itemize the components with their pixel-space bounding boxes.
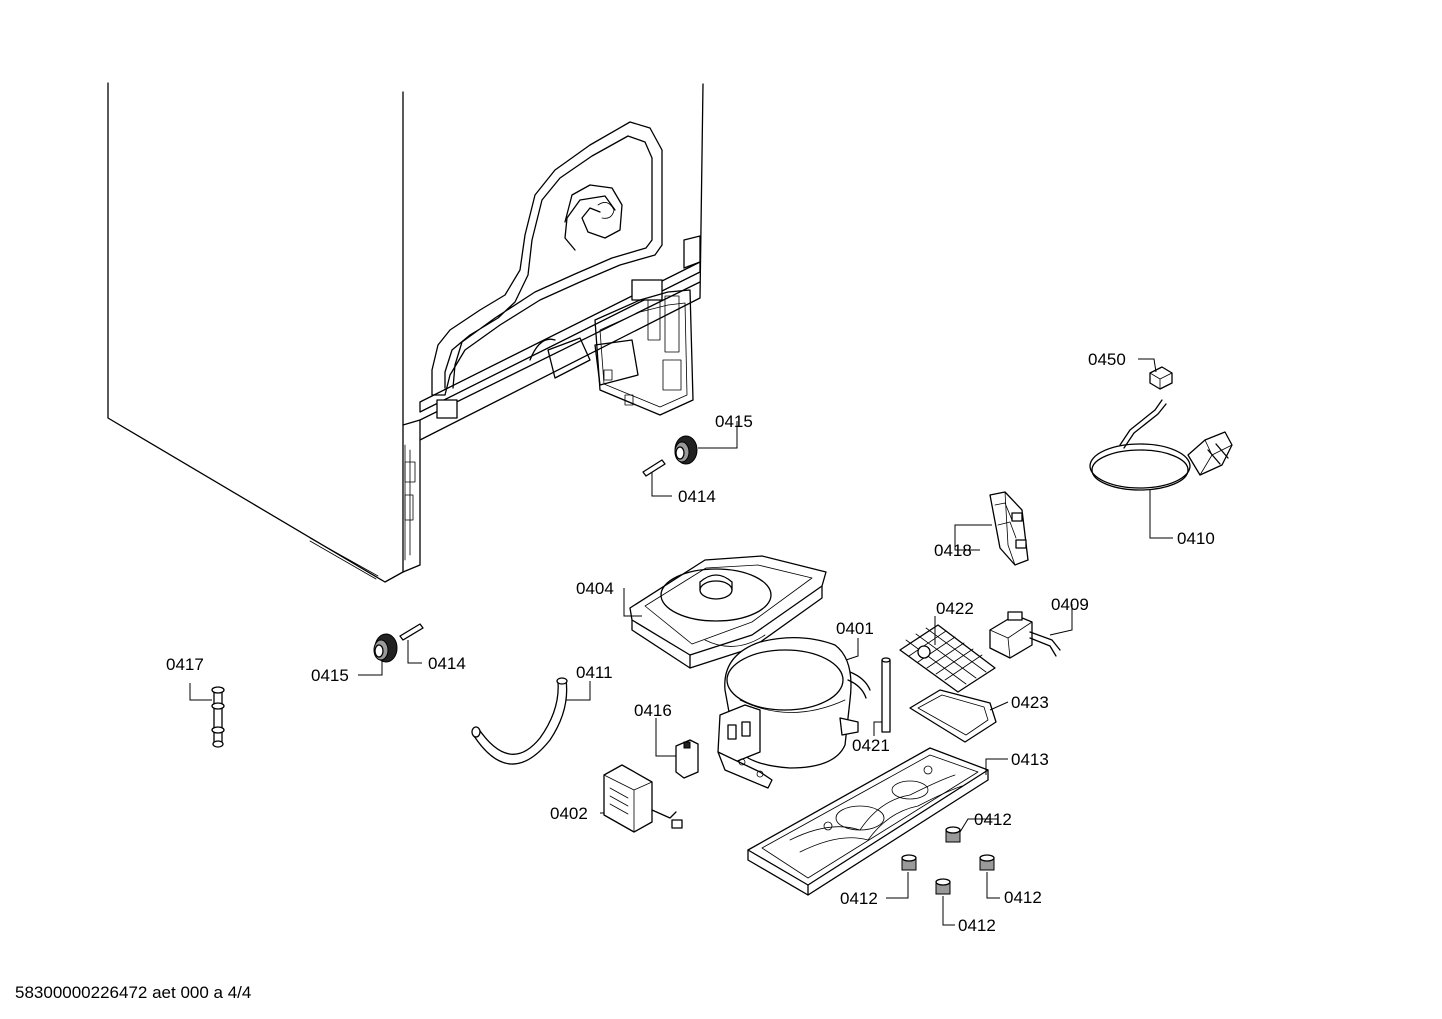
label-0412: 0412 bbox=[974, 810, 1012, 829]
part-0401-compressor bbox=[717, 637, 871, 789]
part-0417-pin bbox=[211, 686, 225, 748]
document-id: 58300000226472 aet 000 a 4/4 bbox=[15, 983, 251, 1002]
label-0422: 0422 bbox=[936, 599, 974, 618]
leader-lines bbox=[189, 358, 1173, 926]
part-0412-foot bbox=[935, 878, 951, 895]
label-0423: 0423 bbox=[1011, 693, 1049, 712]
part-0412-foot bbox=[901, 854, 917, 871]
label-0450: 0450 bbox=[1088, 350, 1126, 369]
label-0414-left: 0414 bbox=[428, 654, 466, 673]
part-0409-relay bbox=[989, 611, 1061, 659]
label-0412: 0412 bbox=[958, 916, 996, 935]
part-0412-foot bbox=[945, 826, 961, 843]
part-labels: 0450 0415 0414 0410 0418 0404 0422 0409 … bbox=[166, 350, 1215, 935]
part-0422-grille bbox=[899, 624, 996, 693]
part-0414-left-pin bbox=[399, 623, 424, 641]
label-0402: 0402 bbox=[550, 804, 588, 823]
part-0414-top-pin bbox=[642, 459, 666, 477]
cabinet-body bbox=[107, 82, 704, 583]
label-0418: 0418 bbox=[934, 541, 972, 560]
part-0413-base-plate bbox=[747, 747, 989, 896]
label-0421: 0421 bbox=[852, 736, 890, 755]
part-0411-hose bbox=[471, 677, 568, 765]
label-0404: 0404 bbox=[576, 579, 614, 598]
part-0404-drip-tray bbox=[629, 555, 827, 669]
part-0412-foot bbox=[979, 854, 995, 871]
label-0415-top: 0415 bbox=[715, 412, 753, 431]
label-0413: 0413 bbox=[1011, 750, 1049, 769]
label-0412: 0412 bbox=[1004, 888, 1042, 907]
part-0423-cover bbox=[909, 689, 997, 743]
part-0415-left-wheel bbox=[373, 633, 398, 663]
label-0401: 0401 bbox=[836, 619, 874, 638]
label-0417: 0417 bbox=[166, 655, 204, 674]
part-0421-tube bbox=[881, 657, 891, 733]
part-0402-module bbox=[603, 764, 683, 833]
label-0414-top: 0414 bbox=[678, 487, 716, 506]
part-0410-power-cord bbox=[1089, 399, 1233, 491]
part-0415-top-wheel bbox=[674, 435, 698, 465]
label-0409: 0409 bbox=[1051, 595, 1089, 614]
part-0450-cap bbox=[1149, 366, 1173, 390]
label-0410: 0410 bbox=[1177, 529, 1215, 548]
part-0416-clip bbox=[675, 739, 699, 779]
label-0416: 0416 bbox=[634, 701, 672, 720]
label-0412: 0412 bbox=[840, 889, 878, 908]
part-0418-holder bbox=[989, 491, 1029, 566]
label-0415-left: 0415 bbox=[311, 666, 349, 685]
label-0411: 0411 bbox=[576, 663, 613, 682]
